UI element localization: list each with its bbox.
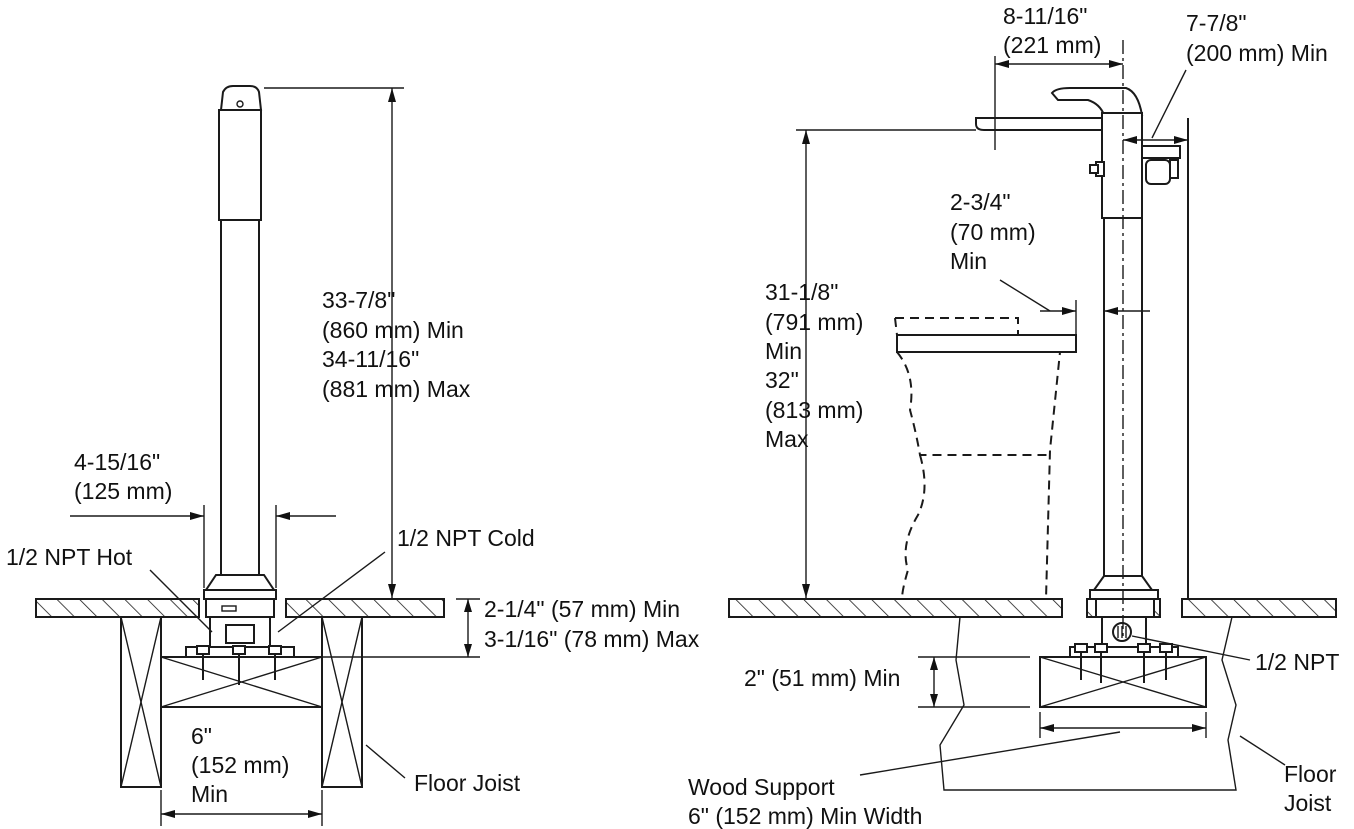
svg-text:Floor: Floor xyxy=(1284,761,1337,787)
svg-text:33-7/8": 33-7/8" xyxy=(322,287,395,313)
floor-thickness-label: 2-1/4" (57 mm) Min 3-1/16" (78 mm) Max xyxy=(484,596,700,652)
right-floor-joist xyxy=(939,616,1237,791)
svg-text:31-1/8": 31-1/8" xyxy=(765,279,838,305)
left-height-label: 33-7/8" (860 mm) Min 34-11/16" (881 mm) … xyxy=(322,287,471,402)
svg-text:Joist: Joist xyxy=(1284,790,1332,816)
wood-support-label: Wood Support 6" (152 mm) Min Width xyxy=(688,774,922,829)
right-wood-support xyxy=(1039,656,1207,708)
svg-text:6": 6" xyxy=(191,723,212,749)
left-wood-support xyxy=(160,656,323,708)
svg-text:Max: Max xyxy=(765,426,809,452)
spout-reach-label: 8-11/16" (221 mm) xyxy=(1003,3,1101,58)
svg-text:(125 mm): (125 mm) xyxy=(74,478,172,504)
joist-spacing-label: 6" (152 mm) Min xyxy=(191,723,289,807)
right-dimensions xyxy=(796,56,1286,776)
svg-text:3-1/16" (78 mm) Max: 3-1/16" (78 mm) Max xyxy=(484,626,700,652)
svg-text:(813 mm): (813 mm) xyxy=(765,397,863,423)
left-faucet xyxy=(185,85,295,685)
svg-text:2-3/4": 2-3/4" xyxy=(950,189,1011,215)
left-floor xyxy=(35,598,445,618)
svg-text:(221 mm): (221 mm) xyxy=(1003,32,1101,58)
svg-text:32": 32" xyxy=(765,367,799,393)
npt-cold-label: 1/2 NPT Cold xyxy=(397,525,535,551)
svg-text:7-7/8": 7-7/8" xyxy=(1186,10,1247,36)
svg-text:(200 mm) Min: (200 mm) Min xyxy=(1186,40,1328,66)
left-width-label: 4-15/16" (125 mm) xyxy=(74,449,172,504)
svg-text:(860 mm) Min: (860 mm) Min xyxy=(322,317,464,343)
floor-joist-left-label: Floor Joist xyxy=(414,770,521,796)
svg-text:4-15/16": 4-15/16" xyxy=(74,449,160,475)
wall-clearance-label: 7-7/8" (200 mm) Min xyxy=(1186,10,1328,66)
right-height-label: 31-1/8" (791 mm) Min 32" (813 mm) Max xyxy=(765,279,863,452)
svg-text:(152 mm): (152 mm) xyxy=(191,752,289,778)
floor-joist-right-label: Floor Joist xyxy=(1284,761,1337,816)
svg-text:(70 mm): (70 mm) xyxy=(950,219,1036,245)
right-faucet xyxy=(975,40,1181,683)
svg-text:Min: Min xyxy=(950,248,987,274)
svg-text:2-1/4" (57 mm) Min: 2-1/4" (57 mm) Min xyxy=(484,596,680,622)
npt-hot-label: 1/2 NPT Hot xyxy=(6,544,133,570)
svg-text:8-11/16": 8-11/16" xyxy=(1003,3,1087,29)
svg-text:34-11/16": 34-11/16" xyxy=(322,346,419,372)
svg-text:Min: Min xyxy=(191,781,228,807)
right-floor xyxy=(728,598,1337,618)
right-tub-outline xyxy=(894,317,1077,600)
svg-text:(881 mm) Max: (881 mm) Max xyxy=(322,376,471,402)
svg-text:Wood Support: Wood Support xyxy=(688,774,835,800)
svg-text:6" (152 mm) Min Width: 6" (152 mm) Min Width xyxy=(688,803,922,829)
svg-text:Min: Min xyxy=(765,338,802,364)
svg-text:(791 mm): (791 mm) xyxy=(765,309,863,335)
npt-right-label: 1/2 NPT xyxy=(1255,649,1339,675)
tub-clearance-label: 2-3/4" (70 mm) Min xyxy=(950,189,1036,274)
support-min-label: 2" (51 mm) Min xyxy=(744,665,900,691)
left-dimensions xyxy=(70,87,480,826)
